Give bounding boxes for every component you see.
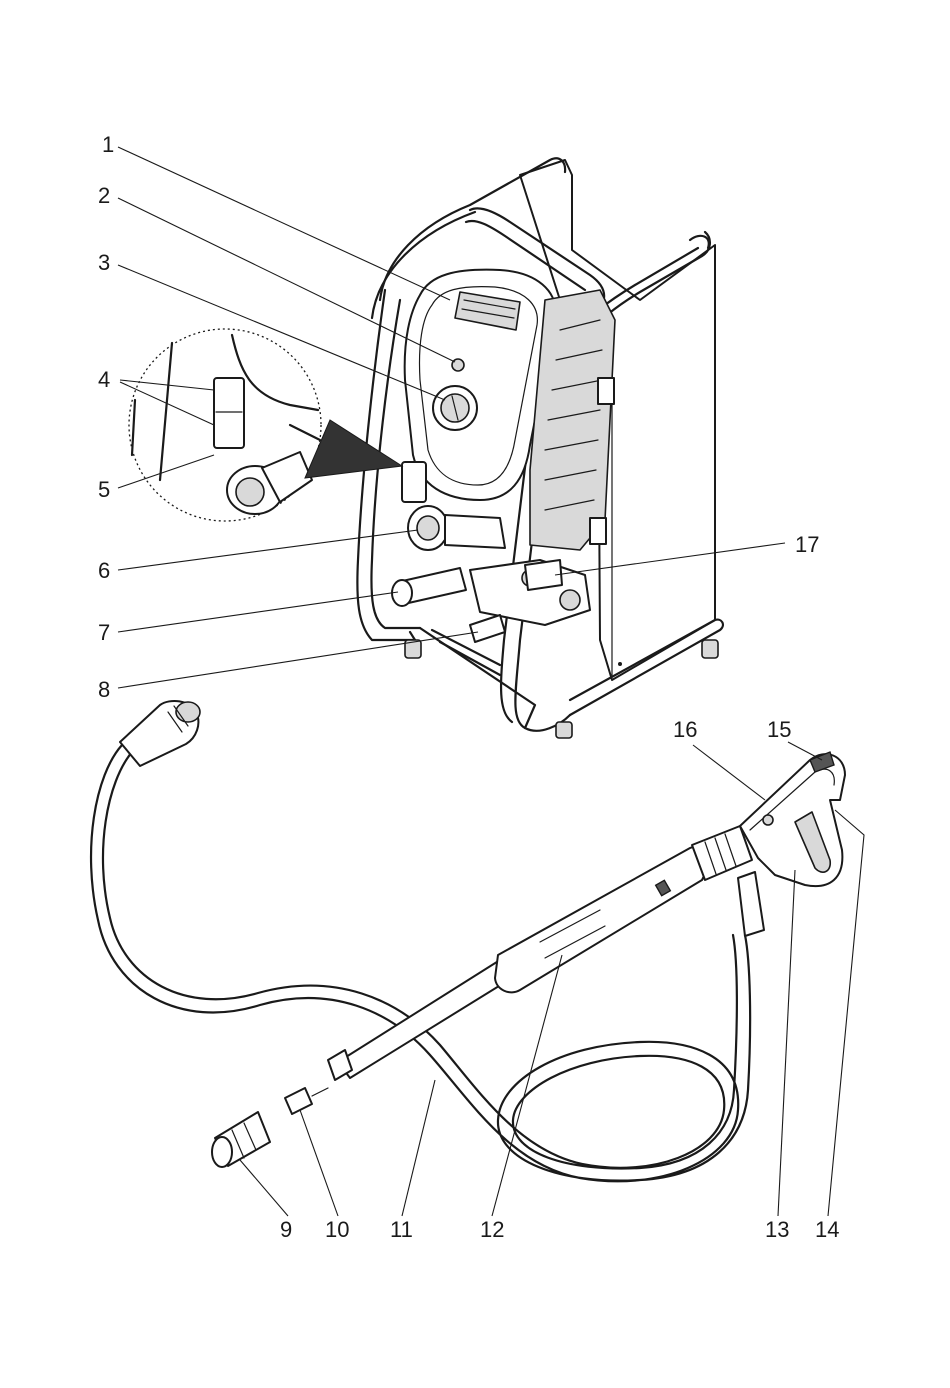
- foot-right: [702, 640, 718, 658]
- nozzle-insert: [285, 1088, 312, 1114]
- label-12: 12: [480, 1217, 504, 1242]
- label-8: 8: [98, 677, 110, 702]
- motor-body: [530, 290, 615, 550]
- label-17: 17: [795, 532, 819, 557]
- spray-gun-and-lance: [212, 752, 845, 1167]
- leader-2: [118, 198, 455, 362]
- leader-16: [693, 745, 765, 800]
- cord-holder-block: [402, 462, 426, 502]
- leader-9: [240, 1160, 288, 1216]
- indicator-lamp: [452, 359, 464, 371]
- lance-coupling-ring: [692, 826, 752, 880]
- cable-clip-lower: [590, 518, 606, 544]
- gun-lock-button: [763, 815, 773, 825]
- label-15: 15: [767, 717, 791, 742]
- label-1: 1: [102, 132, 114, 157]
- detail-inlet-core: [236, 478, 264, 506]
- hose-end-nut: [176, 702, 200, 722]
- label-5: 5: [98, 477, 110, 502]
- pump-valve-cap: [560, 590, 580, 610]
- panel-screw: [618, 662, 622, 666]
- label-2: 2: [98, 183, 110, 208]
- detail-cord-holder: [214, 378, 244, 448]
- cable-clip-upper: [598, 378, 614, 404]
- leader-12: [492, 955, 562, 1216]
- label-11: 11: [390, 1217, 413, 1242]
- label-6: 6: [98, 558, 110, 583]
- hose-inner: [103, 752, 737, 1169]
- nozzle-insert-pin: [312, 1088, 328, 1096]
- label-9: 9: [280, 1217, 292, 1242]
- hp-outlet-coupling: [392, 580, 412, 606]
- label-3: 3: [98, 250, 110, 275]
- label-4: 4: [98, 367, 110, 392]
- foot-front: [556, 722, 572, 738]
- label-7: 7: [98, 620, 110, 645]
- label-10: 10: [325, 1217, 349, 1242]
- leader-15: [788, 742, 822, 760]
- hose-gun-fitting: [738, 872, 764, 936]
- leader-13: [778, 870, 795, 1216]
- front-frame-handle-top: [690, 236, 709, 248]
- leader-8: [118, 632, 478, 688]
- lance-grip: [495, 847, 710, 993]
- union-nut-face: [212, 1137, 232, 1167]
- label-16: 16: [673, 717, 697, 742]
- spray-lance-pipe: [338, 960, 512, 1078]
- leader-7: [118, 592, 398, 632]
- label-13: 13: [765, 1217, 789, 1242]
- leader-10: [300, 1110, 338, 1216]
- water-inlet-pipe: [445, 515, 505, 548]
- label-14: 14: [815, 1217, 839, 1242]
- detail-zoom-circle: [129, 329, 321, 521]
- leader-1: [118, 147, 450, 300]
- overflow-pipe: [470, 615, 505, 642]
- pressure-washer-unit: [129, 158, 723, 738]
- water-inlet-core: [417, 516, 439, 540]
- leader-11: [402, 1080, 435, 1216]
- hose-outer: [91, 745, 750, 1181]
